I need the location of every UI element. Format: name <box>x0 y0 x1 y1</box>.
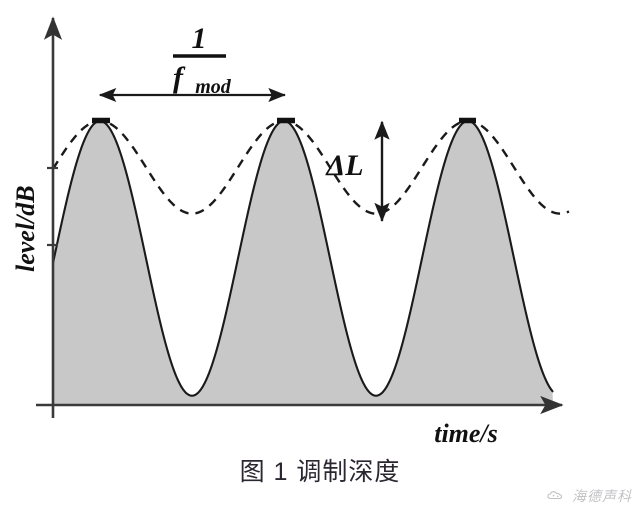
cloud-logo-icon <box>547 491 563 500</box>
modulation-depth-annotation: ΔL <box>325 120 390 222</box>
axes <box>36 16 564 418</box>
watermark-text: 海德声科 <box>572 488 632 504</box>
x-axis-label: time/s <box>434 419 498 448</box>
modulation-depth-plot: level/dB time/s 1 f mod ΔL <box>11 16 570 448</box>
watermark: 海德声科 <box>546 486 632 506</box>
y-axis-label: level/dB <box>11 185 40 272</box>
signal-area-deep-modulation <box>53 119 554 405</box>
signal-curve-shallow-modulation <box>53 119 570 215</box>
period-denominator-base: f <box>173 61 186 94</box>
figure-caption: 图 1 调制深度 <box>239 458 401 486</box>
period-denominator-subscript: mod <box>195 76 232 98</box>
modulation-period-annotation: 1 f mod <box>98 22 286 103</box>
period-numerator: 1 <box>192 22 207 55</box>
depth-label: ΔL <box>325 149 363 182</box>
